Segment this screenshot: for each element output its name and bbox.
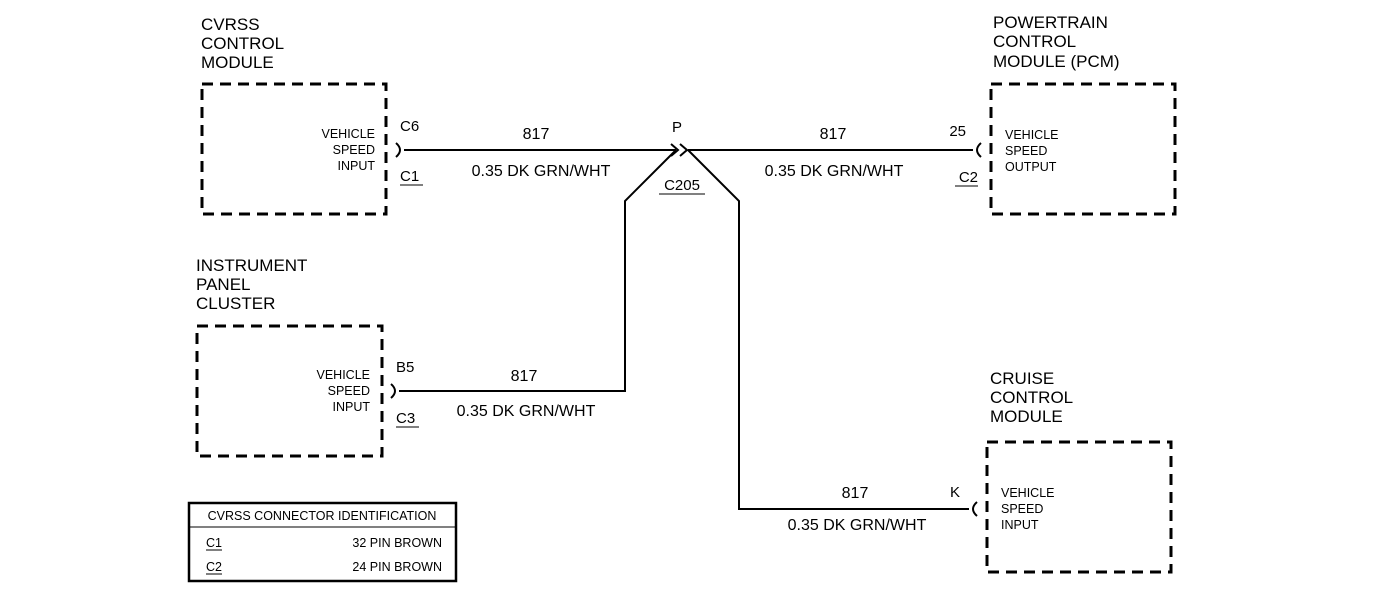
splice-pin-label: P bbox=[672, 119, 682, 136]
pcm-module-box bbox=[989, 82, 1177, 216]
cruise-title-line-1: CRUISE bbox=[990, 369, 1054, 388]
cvrss-title-line-3: MODULE bbox=[201, 53, 274, 72]
pcm-title-line-2: CONTROL bbox=[993, 32, 1076, 51]
pcm-title-line-3: MODULE (PCM) bbox=[993, 52, 1120, 71]
wire-pcm-spec: 0.35 DK GRN/WHT bbox=[765, 163, 904, 180]
cvrss-terminal-icon bbox=[395, 142, 401, 158]
wire-ipc-circuit: 817 bbox=[511, 368, 538, 385]
ipc-inner-line-3: INPUT bbox=[333, 400, 371, 414]
pcm-terminal-icon bbox=[976, 142, 982, 158]
wire-cvrss-circuit: 817 bbox=[523, 126, 550, 143]
cruise-terminal-icon bbox=[972, 501, 978, 517]
powertrain-control-module[interactable]: POWERTRAIN CONTROL MODULE (PCM) VEHICLE … bbox=[949, 13, 1177, 216]
pcm-title-line-1: POWERTRAIN bbox=[993, 13, 1108, 32]
cruise-inner-line-3: INPUT bbox=[1001, 518, 1039, 532]
ipc-title-line-3: CLUSTER bbox=[196, 294, 275, 313]
cruise-module-box bbox=[985, 440, 1173, 574]
wire-cvrss-spec: 0.35 DK GRN/WHT bbox=[472, 163, 611, 180]
cvrss-inner-line-2: SPEED bbox=[333, 143, 375, 157]
pcm-inner-line-1: VEHICLE bbox=[1005, 128, 1059, 142]
wire-cruise-circuit: 817 bbox=[842, 485, 869, 502]
ipc-inner-line-2: SPEED bbox=[328, 384, 370, 398]
legend-row-1-id: C1 bbox=[206, 536, 222, 550]
cvrss-title-line-2: CONTROL bbox=[201, 34, 284, 53]
legend-title: CVRSS CONNECTOR IDENTIFICATION bbox=[208, 509, 437, 523]
pcm-inner-line-3: OUTPUT bbox=[1005, 160, 1057, 174]
cvrss-title-line-1: CVRSS bbox=[201, 15, 260, 34]
legend-border bbox=[187, 501, 458, 583]
ipc-pin-label: B5 bbox=[396, 359, 414, 376]
cvrss-pin-label: C6 bbox=[400, 118, 419, 135]
cruise-title-line-2: CONTROL bbox=[990, 388, 1073, 407]
splice-connector-label: C205 bbox=[664, 177, 700, 194]
cruise-title-line-3: MODULE bbox=[990, 407, 1063, 426]
wire-ipc-spec: 0.35 DK GRN/WHT bbox=[457, 403, 596, 420]
connector-identification-table: CVRSS CONNECTOR IDENTIFICATION C1 32 PIN… bbox=[187, 501, 458, 583]
inline-connector-c205[interactable]: P C205 bbox=[659, 119, 705, 195]
pcm-pin-label: 25 bbox=[949, 123, 966, 140]
cruise-pin-label: K bbox=[950, 484, 960, 501]
splice-chevron-left-icon bbox=[670, 143, 680, 157]
ipc-inner-line-1: VEHICLE bbox=[317, 368, 371, 382]
cvrss-module-box bbox=[200, 82, 388, 216]
wire-cruise-spec: 0.35 DK GRN/WHT bbox=[788, 517, 927, 534]
cvrss-inner-line-1: VEHICLE bbox=[322, 127, 376, 141]
cvrss-inner-line-3: INPUT bbox=[338, 159, 376, 173]
instrument-panel-cluster[interactable]: INSTRUMENT PANEL CLUSTER VEHICLE SPEED I… bbox=[195, 256, 419, 458]
legend-row-2-id: C2 bbox=[206, 560, 222, 574]
ipc-module-box bbox=[195, 324, 384, 458]
cvrss-connector-label: C1 bbox=[400, 168, 419, 185]
legend-row-1-desc: 32 PIN BROWN bbox=[352, 536, 442, 550]
legend-row-2-desc: 24 PIN BROWN bbox=[352, 560, 442, 574]
splice-chevron-right-icon bbox=[679, 143, 689, 157]
wire-cruise bbox=[687, 149, 969, 510]
pcm-inner-line-2: SPEED bbox=[1005, 144, 1047, 158]
cruise-inner-line-2: SPEED bbox=[1001, 502, 1043, 516]
cvrss-control-module[interactable]: CVRSS CONTROL MODULE VEHICLE SPEED INPUT… bbox=[200, 15, 423, 216]
ipc-title-line-1: INSTRUMENT bbox=[196, 256, 307, 275]
ipc-connector-label: C3 bbox=[396, 410, 415, 427]
cruise-inner-line-1: VEHICLE bbox=[1001, 486, 1055, 500]
ipc-title-line-2: PANEL bbox=[196, 275, 251, 294]
cruise-control-module[interactable]: CRUISE CONTROL MODULE VEHICLE SPEED INPU… bbox=[950, 369, 1173, 574]
ipc-terminal-icon bbox=[390, 383, 396, 399]
pcm-connector-label: C2 bbox=[959, 169, 978, 186]
wire-ipc bbox=[399, 149, 677, 392]
wire-pcm-circuit: 817 bbox=[820, 126, 847, 143]
